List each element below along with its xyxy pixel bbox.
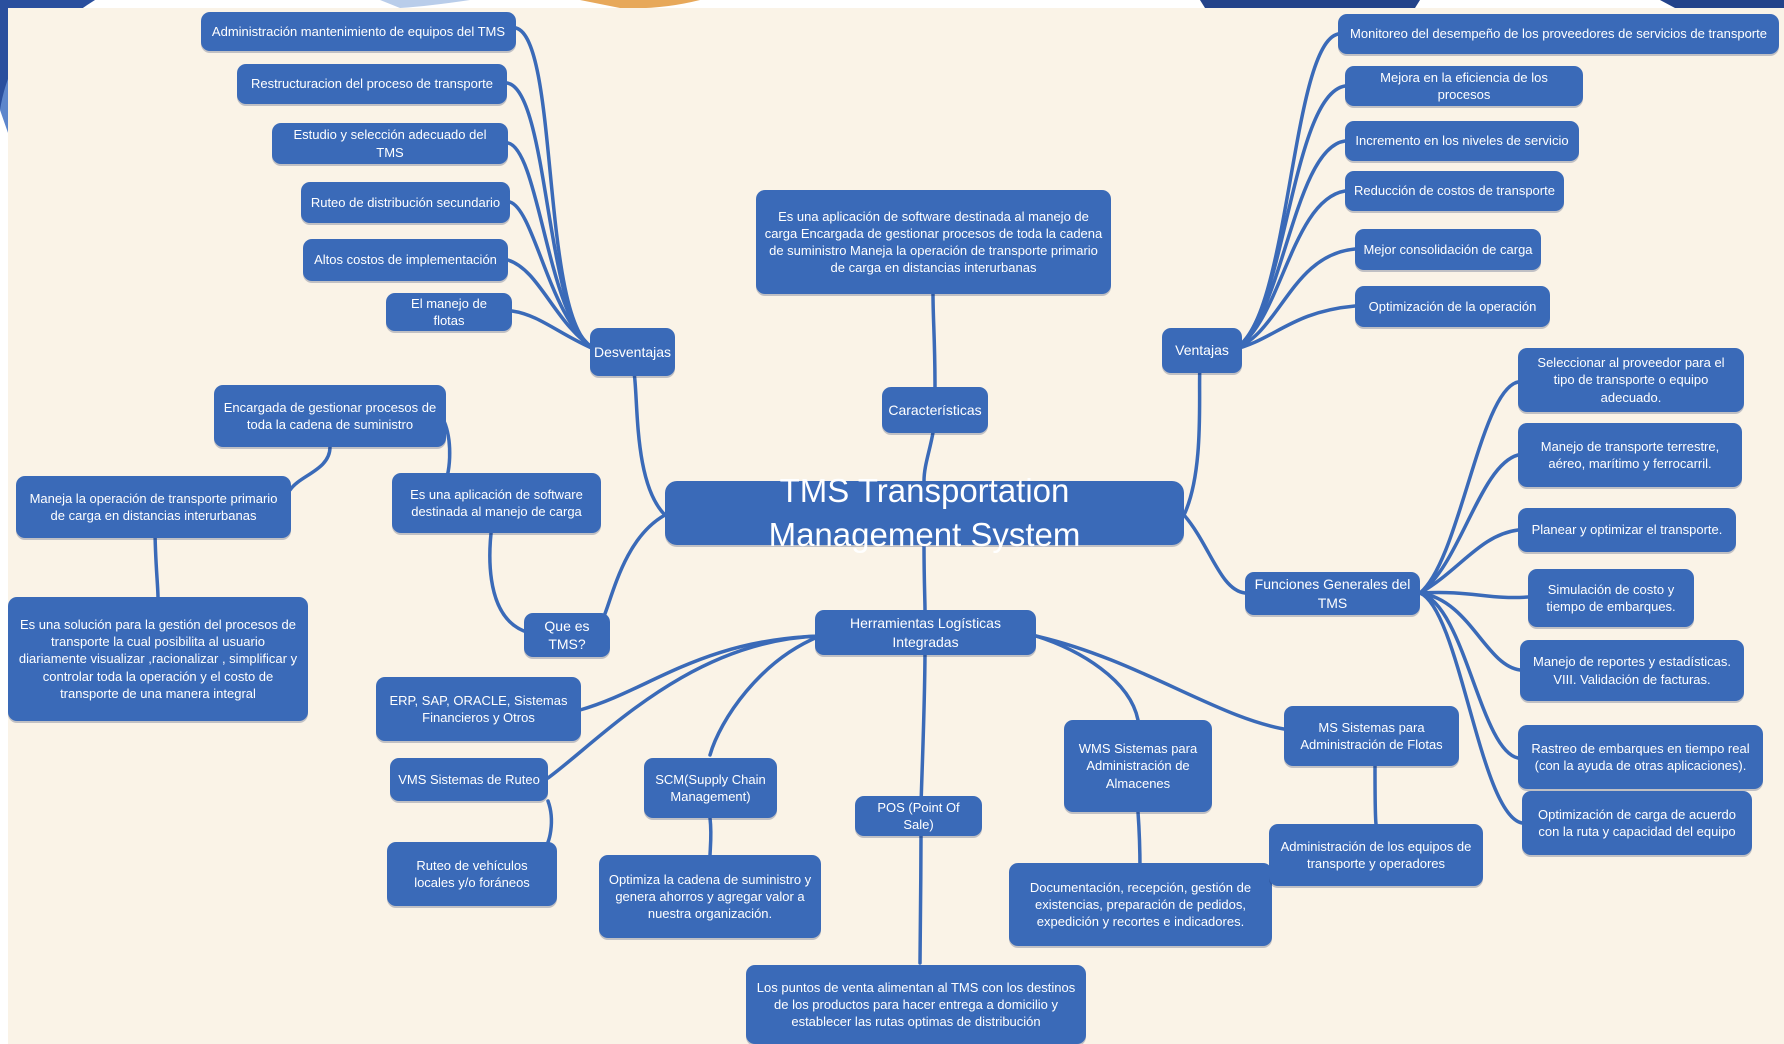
ventaja-item: Optimización de la operación [1355,286,1550,327]
funcion-item: Rastreo de embarques en tiempo real (con… [1518,725,1763,789]
desventaja-item: Ruteo de distribución secundario [301,182,510,223]
que-es-maneja: Maneja la operación de transporte primar… [16,476,291,538]
funcion-item: Manejo de reportes y estadísticas. VIII.… [1520,640,1744,701]
desventaja-item: Estudio y selección adecuado del TMS [272,123,508,164]
link-car-desc [931,292,937,389]
que-es-solucion: Es una solución para la gestión del proc… [8,597,308,721]
hub-que-es-tms: Que es TMS? [524,613,610,657]
tool-vms-detail: Ruteo de vehículos locales y/o foráneos [387,842,557,906]
hub-caracteristicas: Características [882,387,988,433]
que-es-definition: Es una aplicación de software destinada … [392,473,601,533]
ventaja-item: Mejor consolidación de carga [1355,229,1541,270]
root-node: TMS Transportation Management System [665,472,1184,553]
ventaja-item: Monitoreo del desempeño de los proveedor… [1338,14,1779,54]
desventaja-item: Restructuracion del proceso de transport… [237,64,507,104]
desventaja-item: Administración mantenimiento de equipos … [201,12,516,51]
caracteristicas-description: Es una aplicación de software destinada … [756,190,1111,294]
hub-funciones-generales: Funciones Generales del TMS [1245,572,1420,615]
tool-wms: WMS Sistemas para Administración de Alma… [1064,720,1212,812]
funcion-item: Seleccionar al proveedor para el tipo de… [1518,348,1744,412]
desventaja-item: Altos costos de implementación [303,239,508,281]
tool-vms: VMS Sistemas de Ruteo [390,758,548,801]
ventaja-item: Mejora en la eficiencia de los procesos [1345,66,1583,106]
tool-scm-detail: Optimiza la cadena de suministro y gener… [599,855,821,938]
ventaja-item: Reducción de costos de transporte [1345,171,1564,211]
link-root-funciones [1182,513,1247,595]
hub-herramientas-logisticas: Herramientas Logísticas Integradas [815,610,1036,655]
funcion-item: Planear y optimizar el transporte. [1518,508,1736,552]
link-root-ventajas [1182,363,1202,517]
link-root-herramientas [922,543,927,612]
desventaja-item: El manejo de flotas [386,293,512,331]
funcion-item: Simulación de costo y tiempo de embarque… [1528,569,1694,627]
hub-desventajas: Desventajas [590,328,675,376]
tool-ms: MS Sistemas para Administración de Flota… [1284,706,1459,766]
hub-ventajas: Ventajas [1162,328,1242,373]
tool-wms-detail: Documentación, recepción, gestión de exi… [1009,863,1272,946]
tool-scm: SCM(Supply Chain Management) [644,758,777,818]
funcion-item: Optimización de carga de acuerdo con la … [1522,791,1752,855]
tool-ms-detail: Administración de los equipos de transpo… [1269,824,1483,886]
que-es-encargada: Encargada de gestionar procesos de toda … [214,385,446,447]
tool-pos-detail: Los puntos de venta alimentan al TMS con… [746,965,1086,1044]
tool-pos: POS (Point Of Sale) [855,796,982,836]
link-root-quees [598,513,667,627]
funcion-item: Manejo de transporte terrestre, aéreo, m… [1518,423,1742,487]
link-root-desventajas [630,363,667,517]
ventaja-item: Incremento en los niveles de servicio [1345,121,1579,161]
tool-erp: ERP, SAP, ORACLE, Sistemas Financieros y… [376,677,581,741]
